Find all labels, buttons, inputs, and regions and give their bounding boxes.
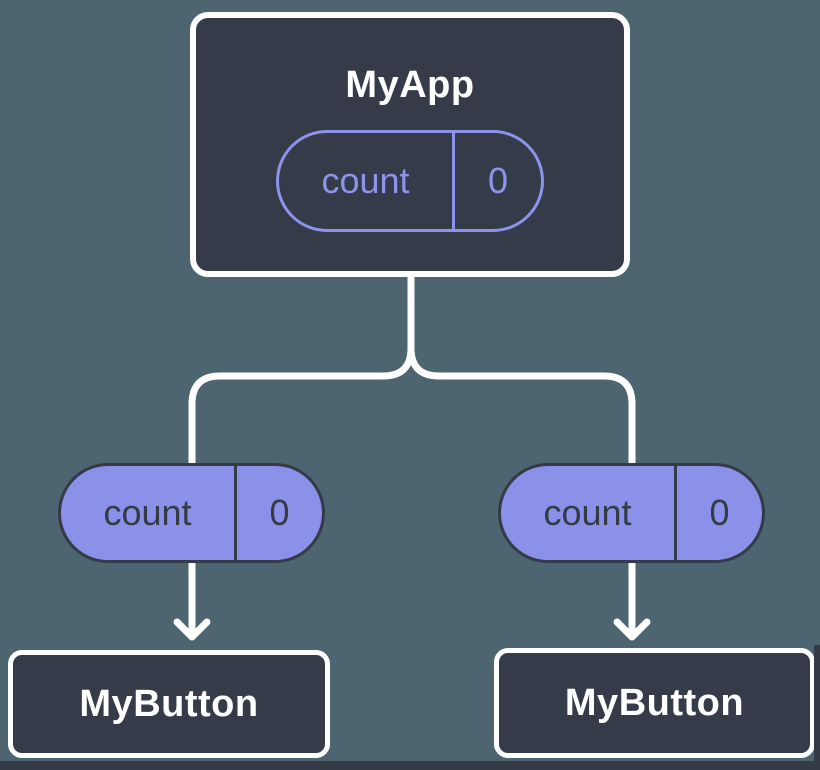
left-prop-value: 0 [269, 492, 290, 533]
bottom-edge-bar [0, 761, 820, 770]
left-down-arrow-icon [173, 556, 211, 641]
branch-left-line [188, 266, 415, 470]
right-prop-pill: count 0 [498, 463, 765, 563]
node-mybutton-right: MyButton [494, 648, 815, 758]
root-state-name: count [279, 133, 455, 229]
right-prop-value: 0 [709, 492, 730, 533]
left-prop-pill: count 0 [58, 463, 325, 563]
node-mybutton-left: MyButton [8, 650, 330, 758]
left-prop-name: count [61, 466, 237, 560]
node-mybutton-right-title: MyButton [564, 682, 745, 724]
root-state-pill: count 0 [276, 130, 544, 232]
root-state-value: 0 [487, 160, 509, 201]
right-edge-bar [814, 645, 820, 770]
right-prop-name: count [501, 466, 677, 560]
right-down-arrow-icon [613, 556, 651, 641]
node-mybutton-left-title: MyButton [79, 683, 259, 725]
node-myapp: MyApp count 0 [190, 12, 630, 277]
branch-right-line [407, 266, 636, 470]
node-myapp-title: MyApp [345, 64, 475, 106]
